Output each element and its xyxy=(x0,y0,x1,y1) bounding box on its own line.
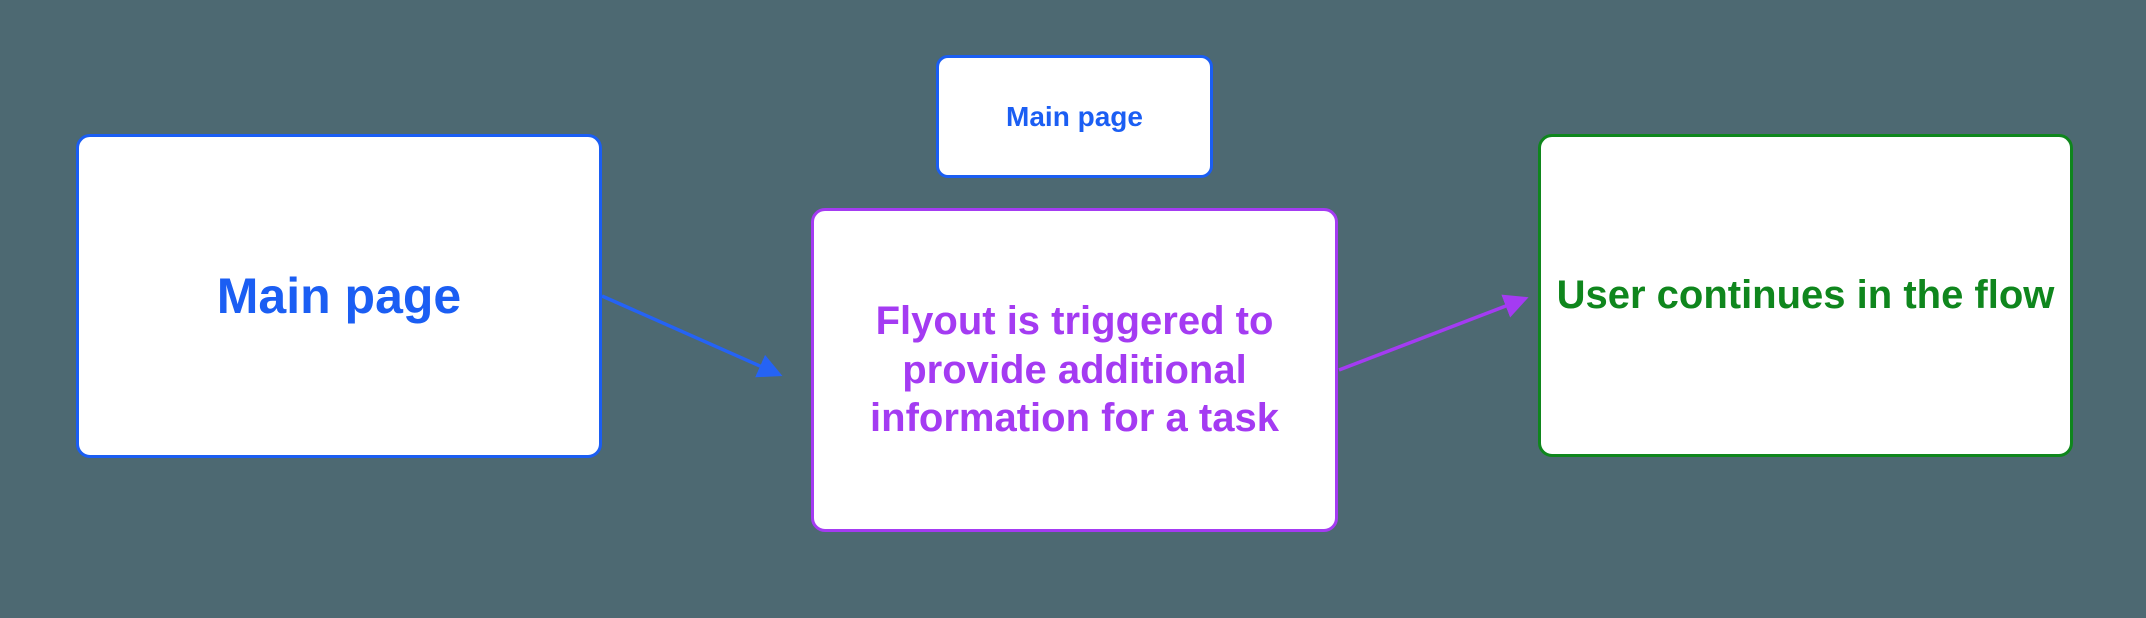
node-flyout-label-line2: provide additional xyxy=(902,347,1247,392)
node-main-page-label: Main page xyxy=(216,268,462,324)
node-user-continues[interactable]: User continues in the flow xyxy=(1538,134,2073,457)
node-main-page[interactable]: Main page xyxy=(76,134,602,458)
node-flyout[interactable]: Flyout is triggered to provide additiona… xyxy=(811,208,1338,532)
node-flyout-label: Flyout is triggered to provide additiona… xyxy=(858,297,1291,443)
node-flyout-label-line1: Flyout is triggered to xyxy=(875,298,1274,343)
node-user-continues-label: User continues in the flow xyxy=(1556,273,2055,317)
node-flyout-label-line3: information for a task xyxy=(870,396,1279,441)
connector-flyout-to-continue[interactable] xyxy=(1338,294,1529,372)
node-main-page-mini-label: Main page xyxy=(1006,100,1143,132)
node-main-page-mini[interactable]: Main page xyxy=(936,55,1213,178)
connector-main-to-flyout[interactable] xyxy=(601,294,783,378)
